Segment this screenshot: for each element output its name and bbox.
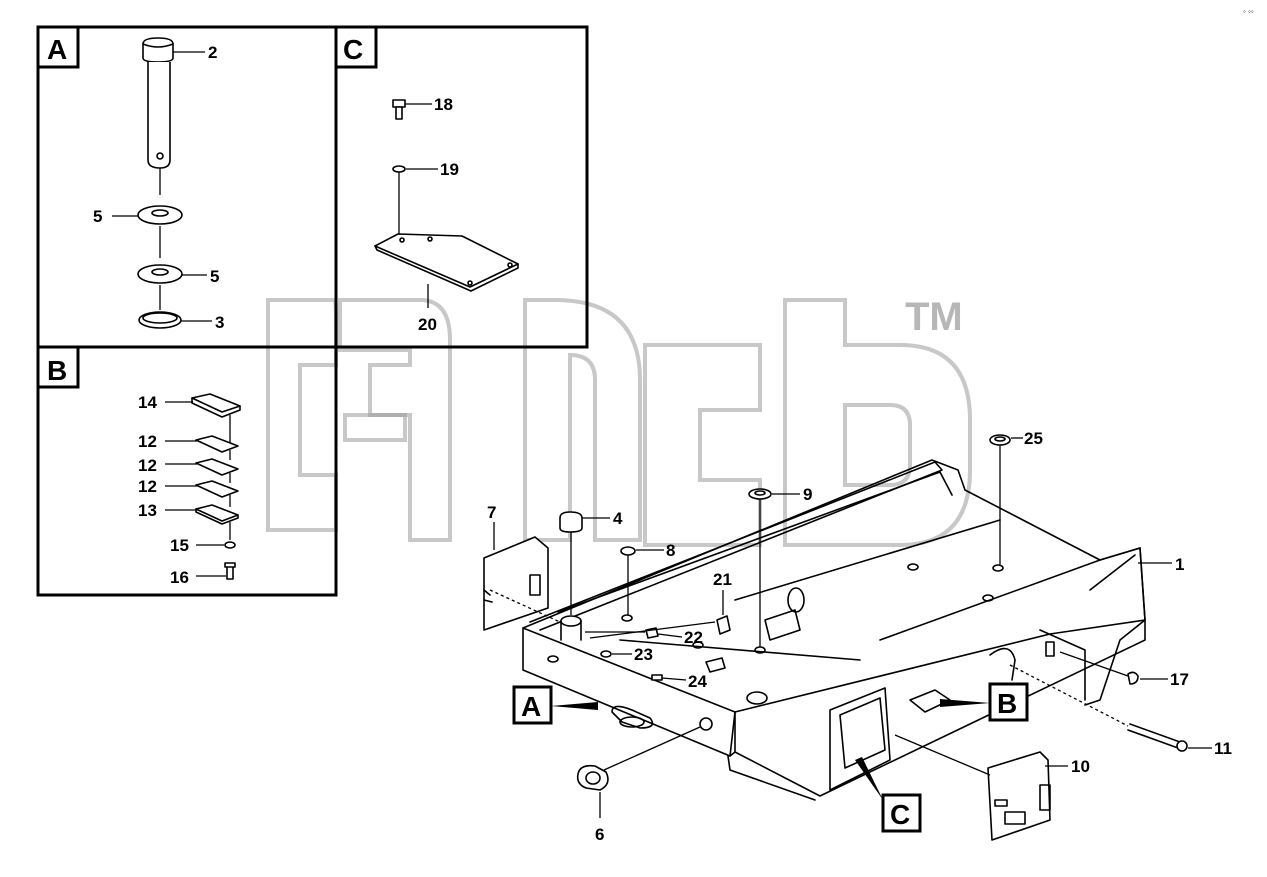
detail-view-c: C 18 19 20 xyxy=(334,25,589,349)
label-21: 21 xyxy=(713,570,732,589)
watermark-tm: TM xyxy=(905,295,963,339)
label-23: 23 xyxy=(634,645,653,664)
part-6 xyxy=(576,764,609,791)
part-17 xyxy=(1127,671,1139,685)
detail-b-letter: B xyxy=(47,355,67,386)
label-6: 6 xyxy=(595,825,604,844)
detail-a-letter: A xyxy=(47,34,67,65)
label-10: 10 xyxy=(1071,757,1090,776)
pin-part xyxy=(142,37,174,195)
label-1: 1 xyxy=(1175,555,1184,574)
label-5a: 5 xyxy=(93,207,102,226)
label-19: 19 xyxy=(440,160,459,179)
detail-view-b: B 14 12 12 12 13 15 16 xyxy=(36,345,338,597)
label-12a: 12 xyxy=(138,432,157,451)
label-9: 9 xyxy=(803,485,812,504)
bolt-part xyxy=(392,99,406,120)
label-16: 16 xyxy=(170,568,189,587)
callout-b-letter: B xyxy=(997,688,1017,719)
callout-a-letter: A xyxy=(521,691,541,722)
label-25: 25 xyxy=(1024,429,1043,448)
label-5b: 5 xyxy=(210,267,219,286)
part-11 xyxy=(1127,723,1188,752)
callout-c: C xyxy=(855,757,922,833)
label-22: 22 xyxy=(684,628,703,647)
label-20: 20 xyxy=(418,315,437,334)
label-12b: 12 xyxy=(138,456,157,475)
label-17: 17 xyxy=(1170,670,1189,689)
frame-assembly xyxy=(522,459,1146,801)
label-4: 4 xyxy=(613,509,623,528)
label-8: 8 xyxy=(666,541,675,560)
label-2: 2 xyxy=(208,43,217,62)
corner-mark: ◦ ◦◦ xyxy=(1243,7,1254,16)
ring-part xyxy=(138,311,182,329)
label-12c: 12 xyxy=(138,477,157,496)
washer-part-2 xyxy=(137,264,183,310)
washer-small-part xyxy=(392,165,406,173)
part-7 xyxy=(483,536,549,631)
part-4 xyxy=(559,511,583,641)
callout-b: B xyxy=(940,682,1029,722)
watermark-logo: TM xyxy=(266,295,972,547)
label-18: 18 xyxy=(434,95,453,114)
cover-plate-part xyxy=(374,233,519,292)
label-15: 15 xyxy=(170,536,189,555)
part-8 xyxy=(620,546,636,556)
part-23 xyxy=(600,650,612,658)
shim-stack xyxy=(191,393,241,580)
detail-c-letter: C xyxy=(343,34,363,65)
label-13: 13 xyxy=(138,501,157,520)
label-14: 14 xyxy=(138,393,157,412)
label-3: 3 xyxy=(215,313,224,332)
part-24 xyxy=(651,674,663,681)
label-7: 7 xyxy=(487,503,496,522)
label-11: 11 xyxy=(1214,739,1232,758)
callout-a: A xyxy=(512,685,598,725)
part-21 xyxy=(716,615,731,635)
callout-c-letter: C xyxy=(890,799,910,830)
washer-part xyxy=(137,205,183,258)
label-24: 24 xyxy=(688,672,707,691)
part-10 xyxy=(987,751,1051,841)
